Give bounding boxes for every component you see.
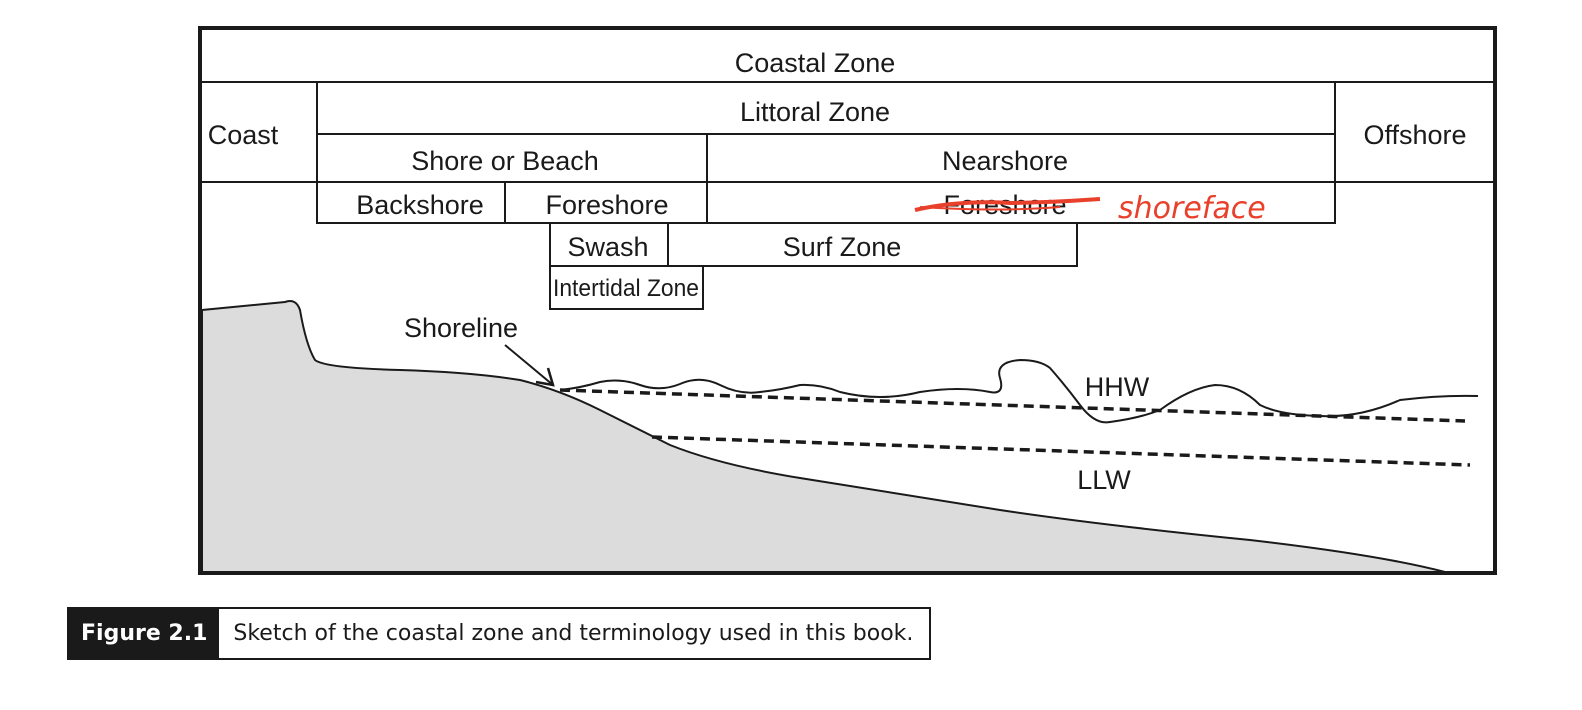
coastal-zone-label: Coastal Zone xyxy=(735,48,896,78)
coastal-zone-diagram: Coastal Zone Coast Littoral Zone Offshor… xyxy=(198,26,1497,575)
intertidal-zone-box xyxy=(549,265,704,310)
hhw-line xyxy=(559,388,1466,423)
littoral-zone-label: Littoral Zone xyxy=(740,97,890,127)
shoreline-arrow xyxy=(504,344,554,386)
shoreline-arrowhead xyxy=(535,367,555,387)
coast-label: Coast xyxy=(208,120,279,150)
figure-caption: Figure 2.1 Sketch of the coastal zone an… xyxy=(67,607,932,660)
foreshore-label: Foreshore xyxy=(545,190,668,220)
backshore-label: Backshore xyxy=(356,190,484,220)
shore-or-beach-label: Shore or Beach xyxy=(411,146,599,176)
hhw-label: HHW xyxy=(1085,372,1150,402)
land-profile xyxy=(201,300,1446,573)
strikethrough-mark-2 xyxy=(919,206,1061,211)
llw-line xyxy=(651,435,1471,467)
figure-number: Figure 2.1 xyxy=(69,609,220,658)
nearshore-label: Nearshore xyxy=(942,146,1068,176)
intertidal-zone-label: Intertidal Zone xyxy=(553,275,699,302)
offshore-label: Offshore xyxy=(1363,120,1466,150)
strikethrough-mark xyxy=(914,197,1101,212)
surf-zone-box xyxy=(667,222,1078,267)
water-surface-line xyxy=(559,358,1479,424)
surf-zone-label: Surf Zone xyxy=(783,232,902,262)
caption-text: Sketch of the coastal zone and terminolo… xyxy=(233,621,914,646)
diagram-frame xyxy=(198,26,1497,575)
shoreline-label: Shoreline xyxy=(404,313,518,343)
handwritten-correction: shoreface xyxy=(1118,191,1266,226)
swash-label: Swash xyxy=(567,232,648,262)
llw-label: LLW xyxy=(1077,465,1131,495)
